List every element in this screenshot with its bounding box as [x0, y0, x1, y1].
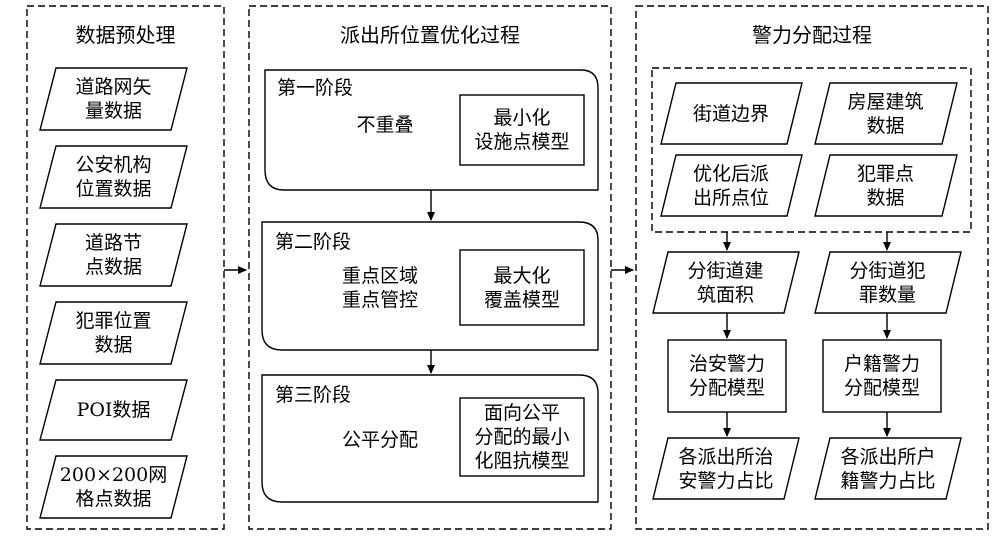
para-poi: [39, 379, 188, 441]
col1-item: POI数据: [76, 399, 151, 421]
household-model-box: [822, 339, 942, 413]
stage2-box: [261, 221, 599, 351]
para-street-boundary: [660, 82, 803, 145]
right-flow-3: 各派出所户 籍警力占比: [840, 445, 936, 492]
col1-item: 200×200网 格点数据: [59, 464, 168, 510]
stage3-box: [261, 374, 599, 503]
left-flow-3: 各派出所治 安警力占比: [678, 445, 774, 492]
col1-title: 数据预处理: [75, 23, 176, 47]
stage1-label: 第一阶段: [277, 77, 354, 99]
left-flow-2: 治安警力 分配模型: [688, 353, 765, 399]
col1-item: 道路节 点数据: [84, 232, 142, 278]
stage2-goal: 重点区域 重点管控: [341, 265, 418, 311]
col1-frame: [26, 5, 225, 530]
left-flow-1: 分街道建 筑面积: [687, 259, 764, 306]
col1-item: 犯罪位置 数据: [75, 310, 152, 356]
stage3-model-box: [459, 397, 585, 477]
col3-input-frame: [651, 67, 972, 233]
stage2-model-box: [459, 249, 585, 326]
stage3-label: 第三阶段: [275, 384, 352, 406]
stage2-label: 第二阶段: [275, 231, 352, 253]
col3-frame: [635, 5, 989, 530]
col1-item: 公安机构 位置数据: [75, 154, 152, 200]
stage3-model: 面向公平 分配的最小 化阻抗模型: [474, 402, 570, 472]
para-household-ratio: [814, 437, 962, 500]
col1-item: 道路网矢 量数据: [75, 76, 152, 122]
stage1-box: [264, 69, 599, 191]
para-building-area: [652, 251, 800, 314]
para-crime-location: [39, 301, 188, 365]
para-road-network: [39, 67, 188, 131]
col2-frame: [248, 5, 612, 530]
col3-input: 房屋建筑 数据: [847, 90, 924, 137]
right-flow-1: 分街道犯 罪数量: [849, 259, 926, 306]
para-building-data: [814, 82, 958, 145]
stage3-goal: 公平分配: [341, 429, 418, 451]
para-crime-count: [814, 251, 962, 314]
para-grid: [39, 455, 188, 519]
col3-input: 街道边界: [692, 102, 769, 125]
stage2-model: 最大化 覆盖模型: [483, 264, 560, 311]
stage1-model: 最小化 设施点模型: [474, 107, 570, 153]
col3-title: 警力分配过程: [752, 23, 872, 47]
stage1-model-box: [459, 94, 585, 166]
para-road-node: [39, 223, 188, 287]
col3-input: 优化后派 出所点位: [692, 162, 769, 209]
para-security-ratio: [652, 437, 800, 500]
para-crime-points: [814, 154, 958, 217]
stage1-goal: 不重叠: [356, 114, 414, 136]
col2-title: 派出所位置优化过程: [340, 23, 520, 47]
col3-input: 犯罪点 数据: [856, 162, 914, 209]
para-optimized-stations: [660, 154, 803, 217]
right-flow-2: 户籍警力 分配模型: [843, 353, 920, 399]
para-police-location: [39, 145, 188, 209]
